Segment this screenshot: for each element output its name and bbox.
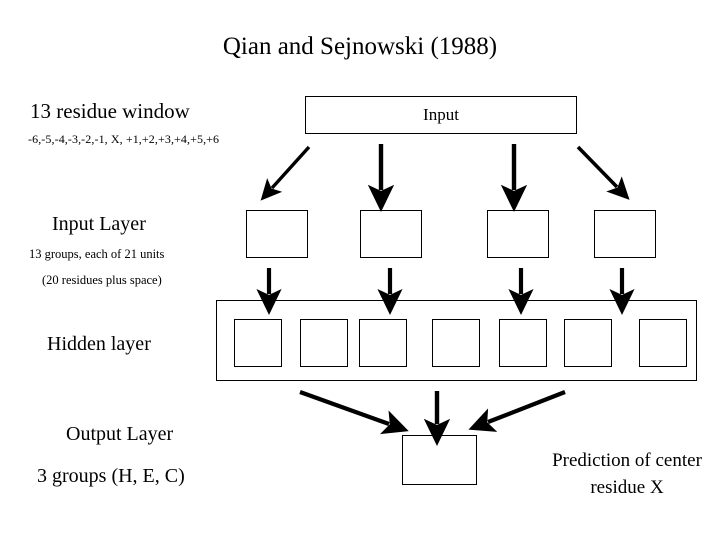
- hidden-layer-cell: [564, 319, 612, 367]
- label-residue-window: 13 residue window: [30, 99, 190, 123]
- output-layer-cell: [402, 435, 477, 485]
- input-layer-cell: [246, 210, 308, 258]
- label-prediction-line1: Prediction of center: [552, 450, 702, 471]
- hidden-layer-cell: [499, 319, 547, 367]
- hidden-layer-cell: [639, 319, 687, 367]
- arrow-input-to-cell-4: [576, 145, 630, 200]
- hidden-layer-cell: [432, 319, 480, 367]
- hidden-layer-cell: [359, 319, 407, 367]
- arrow-input-to-cell-1: [260, 145, 311, 201]
- input-box: Input: [305, 96, 577, 134]
- arrow-hidden-right-to-output: [468, 390, 566, 432]
- label-input-layer: Input Layer: [52, 213, 146, 235]
- hidden-layer-cell: [300, 319, 348, 367]
- label-input-layer-groups: 13 groups, each of 21 units: [29, 247, 165, 261]
- input-box-label: Input: [423, 105, 459, 124]
- label-output-layer: Output Layer: [66, 423, 174, 445]
- label-residue-positions: -6,-5,-4,-3,-2,-1, X, +1,+2,+3,+4,+5,+6: [28, 132, 220, 146]
- label-hidden-layer: Hidden layer: [47, 333, 151, 355]
- label-prediction: Prediction of center residue X: [512, 447, 720, 501]
- input-layer-cell: [487, 210, 549, 258]
- label-input-layer-note: (20 residues plus space): [42, 273, 162, 287]
- page-title: Qian and Sejnowski (1988): [222, 33, 498, 60]
- label-output-groups: 3 groups (H, E, C): [37, 465, 185, 487]
- input-layer-cell: [594, 210, 656, 258]
- hidden-layer-cell: [234, 319, 282, 367]
- input-layer-cell: [360, 210, 422, 258]
- label-prediction-line2: residue X: [590, 477, 664, 498]
- arrow-hidden-left-to-output: [299, 390, 409, 435]
